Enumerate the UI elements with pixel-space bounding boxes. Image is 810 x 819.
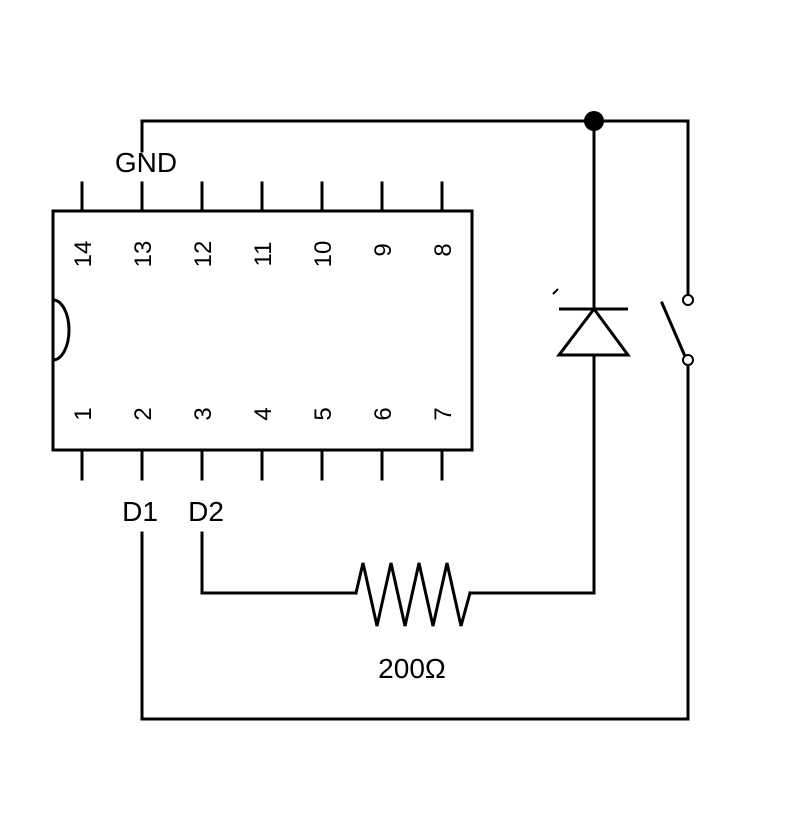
switch-contact-bottom <box>682 354 694 366</box>
switch-blade <box>660 301 686 356</box>
ic-top-pin-legs <box>80 181 444 213</box>
led-symbol <box>552 288 631 357</box>
pin-6-label: 6 <box>370 407 397 420</box>
junction-dot <box>584 111 604 131</box>
switch-contact-top <box>682 294 694 306</box>
d1-label: D1 <box>122 496 158 527</box>
pin-7-label: 7 <box>430 407 457 420</box>
pin-14-label: 14 <box>70 241 97 268</box>
pin-11-label: 11 <box>250 242 277 267</box>
d1-wire <box>140 365 690 721</box>
gnd-label: GND <box>115 147 177 178</box>
d2-label: D2 <box>188 496 224 527</box>
pin-9-label: 9 <box>370 243 397 256</box>
ic-bottom-pin-numbers: 1 2 3 4 5 6 7 <box>70 407 457 420</box>
pin-4-label: 4 <box>250 407 277 420</box>
pin-5-label: 5 <box>310 407 337 420</box>
pin-12-label: 12 <box>190 241 217 268</box>
gnd-wire <box>140 119 690 295</box>
ic-top-pin-numbers: 14 13 12 11 10 9 8 <box>70 241 457 268</box>
pin-10-label: 10 <box>310 241 337 268</box>
pin-8-label: 8 <box>430 243 457 256</box>
pin-13-label: 13 <box>130 241 157 268</box>
pin-1-label: 1 <box>70 407 97 420</box>
pin-3-label: 3 <box>190 407 217 420</box>
resistor-symbol <box>354 562 472 627</box>
resistor-value-label: 200Ω <box>378 653 446 684</box>
ic-notch <box>51 298 71 362</box>
d2-wire <box>200 531 358 595</box>
ic-bottom-pin-legs <box>80 448 444 481</box>
pin-2-label: 2 <box>130 407 157 420</box>
